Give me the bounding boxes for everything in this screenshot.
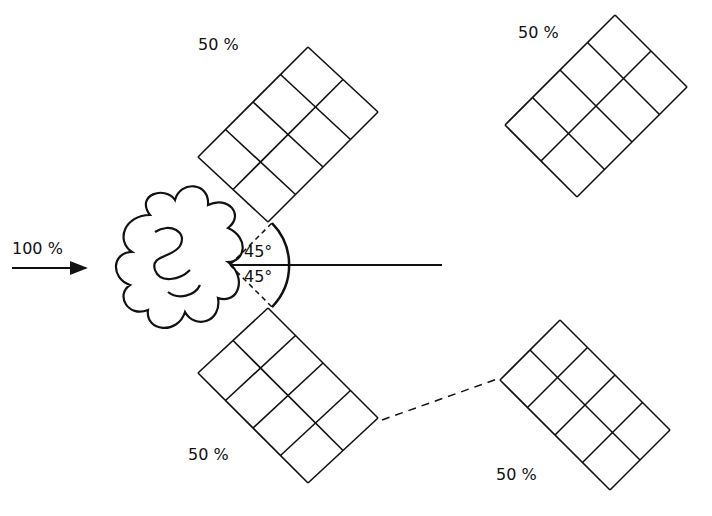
grid-line (253, 102, 323, 167)
grid-line (308, 47, 378, 112)
share-percent: 50 % (198, 36, 239, 54)
share-percent: 50 % (188, 446, 229, 464)
angle-ray (230, 265, 272, 307)
dashed-link (382, 378, 500, 420)
grid-line (505, 125, 577, 197)
share-percent: 50 % (518, 24, 559, 42)
angle-ray (230, 223, 272, 265)
grid-line (233, 80, 343, 190)
input-percent: 100 % (12, 240, 63, 258)
axis-line (230, 264, 442, 266)
grid-line (226, 336, 296, 401)
grid-line (233, 341, 343, 451)
input-arrow (12, 267, 86, 269)
grid-line (500, 320, 560, 380)
share-percent: 50 % (496, 466, 537, 484)
grid-line (198, 308, 268, 373)
grid-line (308, 418, 378, 483)
grid-line (541, 51, 651, 161)
grid-line (226, 130, 296, 195)
angle-label: 45° (244, 243, 272, 261)
grid-line (615, 15, 687, 87)
grid-line (588, 43, 660, 115)
angle-arc (272, 223, 289, 307)
panel-grid (198, 47, 378, 222)
cloud (116, 186, 243, 328)
grid-line (281, 391, 351, 456)
grid-line (198, 157, 268, 222)
panel-grid (500, 320, 670, 490)
grid-line (555, 375, 615, 435)
grid-line (281, 75, 351, 140)
angle-label: 45° (244, 268, 272, 286)
grid-line (560, 70, 632, 142)
grid-line (530, 350, 640, 460)
grid-line (583, 403, 643, 463)
grid-line (610, 430, 670, 490)
grid-line (533, 98, 605, 170)
panel-grid (505, 15, 687, 197)
grid-line (528, 348, 588, 408)
grid-line (253, 363, 323, 428)
